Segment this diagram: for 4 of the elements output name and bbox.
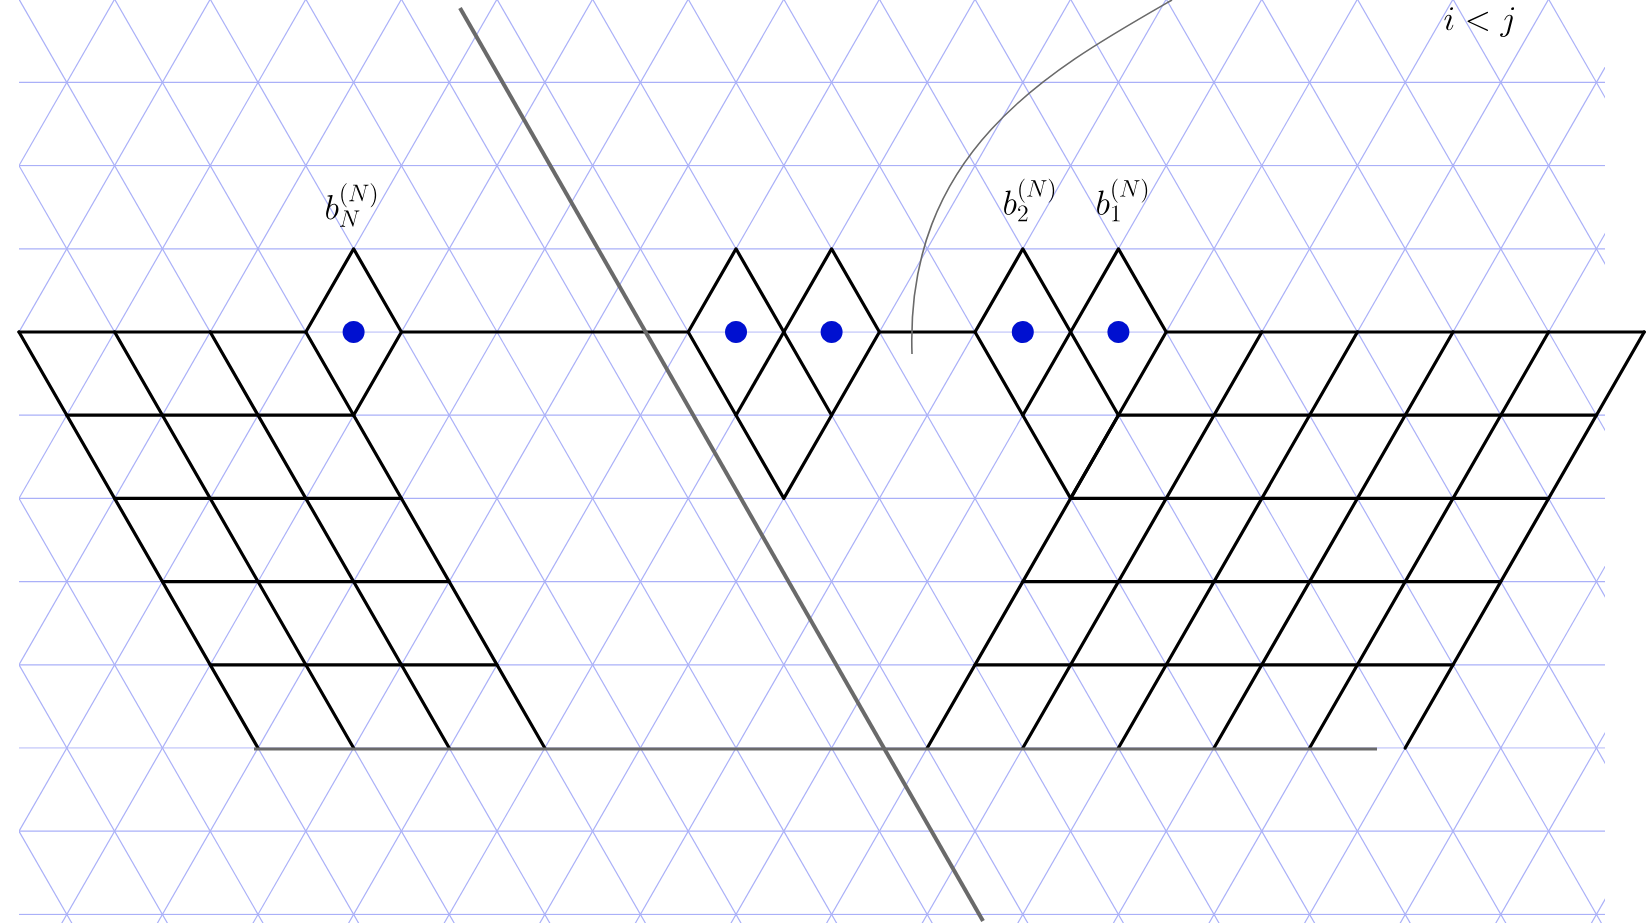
formula-label: $b_1^{(N)}$ [1097, 178, 1148, 222]
formula-label: $b_N^{(N)}$ [326, 183, 377, 227]
formula-label: $i<j$ [1444, 7, 1515, 38]
formula-label: $b_2^{(N)}$ [1004, 178, 1055, 222]
